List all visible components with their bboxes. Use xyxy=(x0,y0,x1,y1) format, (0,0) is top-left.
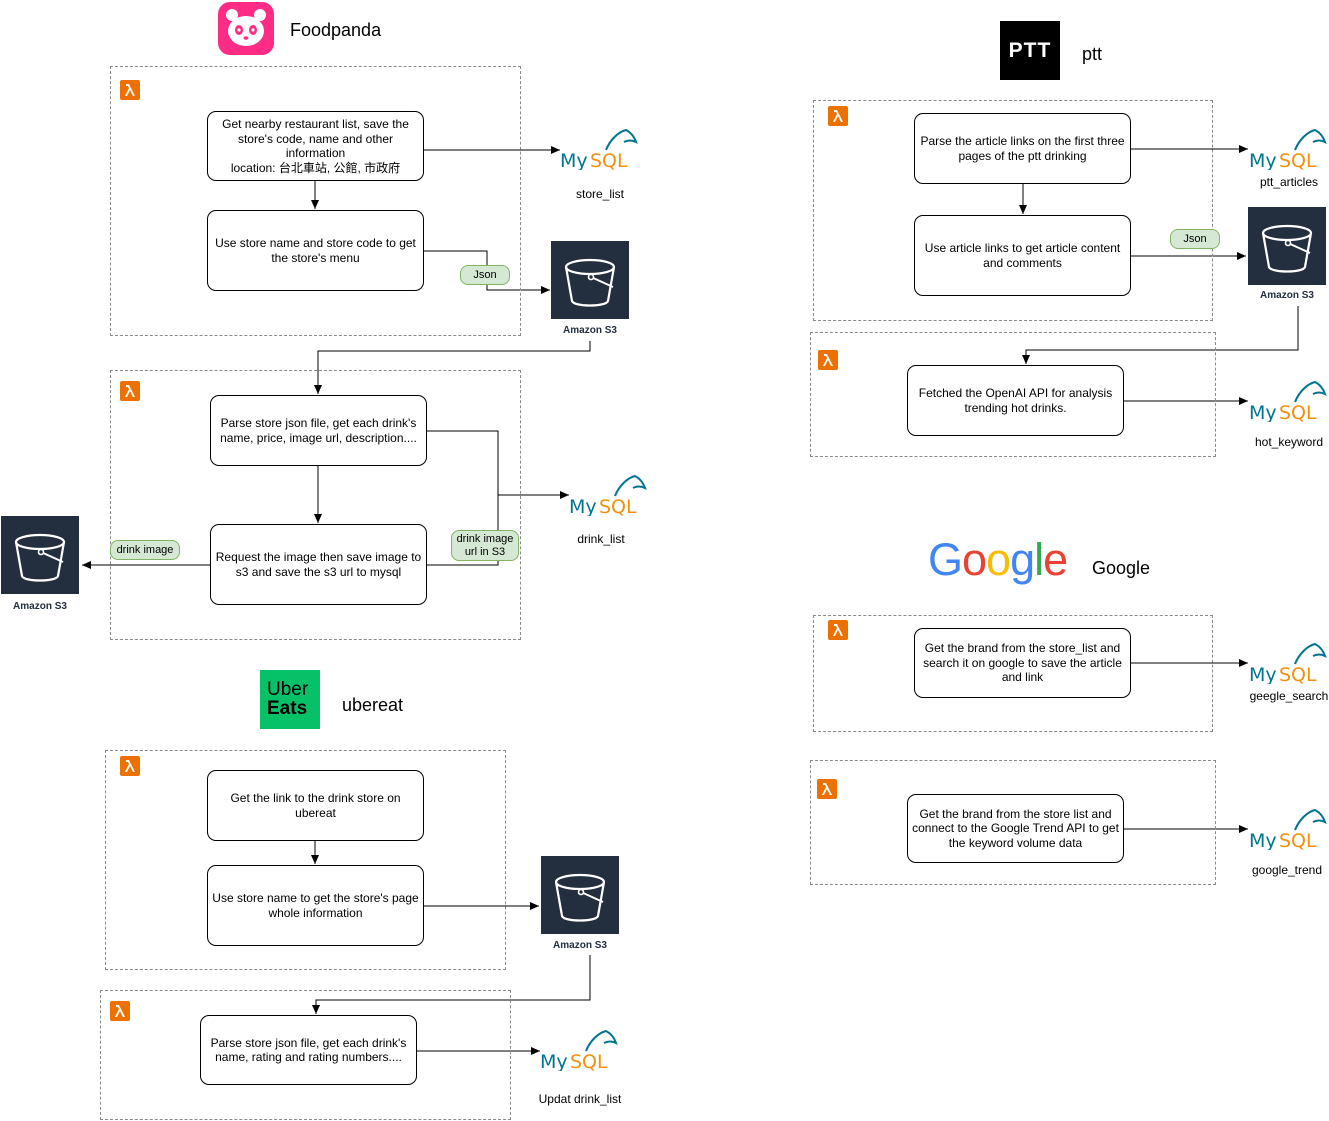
amazon-s3-icon xyxy=(1,516,79,594)
svg-text:My: My xyxy=(540,1051,568,1071)
ubereat-title: ubereat xyxy=(342,695,404,715)
step-get-article-content: Use article links to get article content… xyxy=(914,215,1131,296)
table-google-search: geegle_search xyxy=(1249,689,1329,703)
google-letter: G xyxy=(928,534,963,585)
step-openai-analysis: Fetched the OpenAI API for analysis tren… xyxy=(907,365,1124,436)
table-drink-list: drink_list xyxy=(577,532,625,546)
foodpanda-lambda-group-2 xyxy=(110,370,521,640)
step-request-image: Request the image then save image to s3 … xyxy=(210,524,427,605)
svg-text:SQL: SQL xyxy=(1279,830,1317,850)
ubereat-lambda-group-1 xyxy=(105,750,506,970)
arrow-s3-to-openai xyxy=(1022,306,1299,364)
arrow-parse-to-mysql xyxy=(427,430,569,499)
mysql-icon: My SQL xyxy=(540,1029,618,1073)
table-google-trend: google_trend xyxy=(1251,863,1323,877)
svg-text:My: My xyxy=(1249,664,1277,684)
step-parse-uber-json: Parse store json file, get each drink's … xyxy=(200,1015,417,1085)
json-tag: Json xyxy=(460,265,510,285)
lambda-icon xyxy=(120,381,140,401)
svg-text:SQL: SQL xyxy=(1279,150,1317,170)
foodpanda-logo xyxy=(218,2,274,55)
lambda-icon xyxy=(110,1001,130,1021)
google-lambda-group-2 xyxy=(810,760,1216,885)
drink-image-tag: drink image xyxy=(110,540,180,560)
google-letter: g xyxy=(1010,534,1035,585)
s3-caption: Amazon S3 xyxy=(553,940,607,951)
table-hot-keyword: hot_keyword xyxy=(1254,435,1324,449)
lambda-icon xyxy=(818,350,838,370)
step-get-store-link: Get the link to the drink store on ubere… xyxy=(207,770,424,841)
table-store-list: store_list xyxy=(575,187,625,201)
svg-text:SQL: SQL xyxy=(1279,664,1317,684)
svg-text:My: My xyxy=(560,150,588,170)
lambda-icon xyxy=(817,779,837,799)
lambda-icon xyxy=(828,106,848,126)
amazon-s3-icon xyxy=(1248,207,1326,285)
step-parse-article-links: Parse the article links on the first thr… xyxy=(914,113,1131,184)
svg-text:My: My xyxy=(1249,830,1277,850)
google-letter: o xyxy=(986,534,1011,585)
arrow-request-to-mysql xyxy=(427,495,499,566)
amazon-s3-icon xyxy=(541,856,619,934)
foodpanda-title: Foodpanda xyxy=(290,20,382,40)
mysql-icon: My SQL xyxy=(560,128,638,172)
lambda-icon xyxy=(828,620,848,640)
svg-text:My: My xyxy=(569,496,597,516)
step-get-restaurant-list: Get nearby restaurant list, save the sto… xyxy=(207,111,424,181)
mysql-icon: My SQL xyxy=(1249,380,1327,424)
google-logo: Google xyxy=(928,534,1068,586)
table-update-drink-list: Updat drink_list xyxy=(538,1092,622,1106)
google-wordmark: Google xyxy=(928,534,1068,585)
arrow-s3-to-parse xyxy=(314,341,591,394)
mysql-logo: My SQL xyxy=(560,126,640,172)
svg-text:SQL: SQL xyxy=(570,1051,608,1071)
svg-text:My: My xyxy=(1249,402,1277,422)
svg-text:My: My xyxy=(1249,150,1277,170)
mysql-logo: My SQL xyxy=(1249,378,1329,424)
mysql-logo: My SQL xyxy=(1249,126,1329,172)
panda-icon xyxy=(226,9,266,46)
ubereats-logo: Uber Eats xyxy=(260,670,320,729)
mysql-icon: My SQL xyxy=(1249,642,1327,686)
step-get-store-page: Use store name to get the store's page w… xyxy=(207,865,424,946)
lambda-icon xyxy=(120,80,140,100)
step-google-search: Get the brand from the store_list and se… xyxy=(914,628,1131,698)
ptt-title: ptt xyxy=(1082,44,1103,64)
google-lambda-group-1 xyxy=(813,615,1213,732)
google-letter: l xyxy=(1034,534,1044,585)
mysql-icon: My SQL xyxy=(569,474,647,518)
svg-text:SQL: SQL xyxy=(1279,402,1317,422)
ubereat-lambda-group-2 xyxy=(100,990,511,1120)
step-parse-store-json: Parse store json file, get each drink's … xyxy=(210,395,427,466)
arrow-s3-to-parse-uber xyxy=(312,955,591,1014)
ptt-lambda-group-2 xyxy=(810,332,1216,457)
svg-text:SQL: SQL xyxy=(599,496,637,516)
lambda-icon xyxy=(120,756,140,776)
google-letter: e xyxy=(1043,534,1068,585)
svg-text:SQL: SQL xyxy=(590,150,628,170)
mysql-logo: My SQL xyxy=(1249,806,1329,852)
step-google-trend: Get the brand from the store list and co… xyxy=(907,794,1124,863)
s3-caption: Amazon S3 xyxy=(563,325,617,336)
mysql-logo: My SQL xyxy=(540,1027,620,1073)
google-title: Google xyxy=(1092,558,1151,578)
image-url-tag: drink image url in S3 xyxy=(451,530,519,561)
ptt-lambda-group-1 xyxy=(813,100,1213,321)
step-get-store-menu: Use store name and store code to get the… xyxy=(207,210,424,291)
table-ptt-articles: ptt_articles xyxy=(1259,175,1319,189)
mysql-icon: My SQL xyxy=(1249,808,1327,852)
s3-caption: Amazon S3 xyxy=(1260,290,1314,301)
amazon-s3-icon xyxy=(551,241,629,319)
ptt-logo: PTT xyxy=(1000,21,1060,80)
s3-caption: Amazon S3 xyxy=(13,601,67,612)
mysql-icon: My SQL xyxy=(1249,128,1327,172)
foodpanda-lambda-group-1 xyxy=(110,66,521,336)
google-letter: o xyxy=(962,534,987,585)
mysql-logo: My SQL xyxy=(1249,640,1329,686)
json-tag: Json xyxy=(1170,229,1220,249)
mysql-logo: My SQL xyxy=(569,472,649,518)
